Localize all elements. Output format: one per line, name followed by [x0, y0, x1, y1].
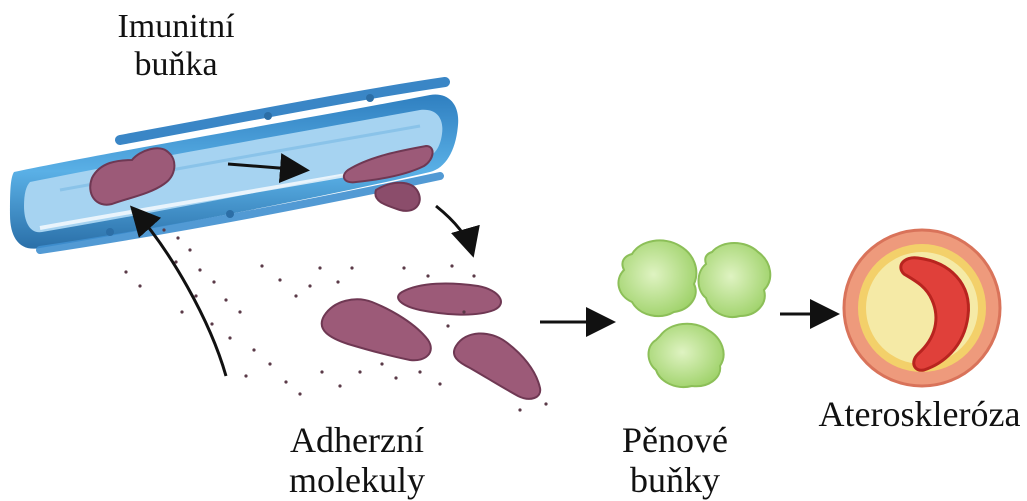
- immune-cell-icon: [322, 284, 541, 399]
- label-immune-cell-line-2: buňka: [96, 46, 256, 84]
- foam-cell-icon: [618, 240, 770, 387]
- label-foam-cells-line-1: Pěnové: [600, 420, 750, 460]
- label-immune-cell: Imunitní buňka: [96, 8, 256, 84]
- label-foam-cells-line-2: buňky: [600, 460, 750, 500]
- label-atherosclerosis: Ateroskleróza: [812, 394, 1027, 434]
- artery-cross-section-icon: [844, 230, 1000, 386]
- label-immune-cell-line-1: Imunitní: [96, 8, 256, 46]
- label-adhesion-molecules-line-2: molekuly: [272, 460, 442, 500]
- label-adhesion-molecules: Adherzní molekuly: [272, 420, 442, 501]
- label-foam-cells: Pěnové buňky: [600, 420, 750, 501]
- label-adhesion-molecules-line-1: Adherzní: [272, 420, 442, 460]
